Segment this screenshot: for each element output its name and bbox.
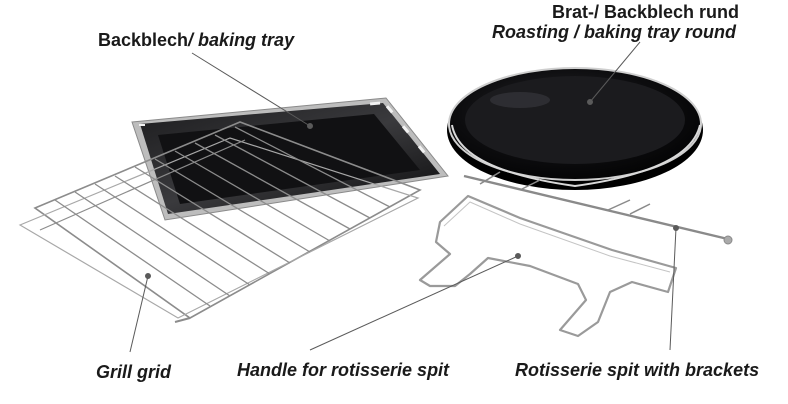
label-rotisserie-handle: Handle for rotisserie spit (237, 360, 450, 380)
rotisserie-spit (463, 171, 733, 245)
label-round-tray-en: Roasting / baking tray round (492, 22, 737, 42)
label-baking-tray: Backblech/ baking tray (98, 30, 294, 50)
label-baking-tray-en: / baking tray (188, 30, 295, 50)
leader-handle (309, 255, 519, 351)
label-rotisserie-spit: Rotisserie spit with brackets (515, 360, 760, 380)
round-roasting-tray (447, 67, 703, 190)
leader-baking-tray (191, 52, 311, 127)
rotisserie-handle (418, 194, 678, 338)
label-round-tray-de: Brat-/ Backblech rund (552, 2, 740, 22)
leader-spit (669, 227, 677, 351)
baking-tray (131, 97, 449, 221)
leader-grill-grid (129, 275, 149, 353)
leader-lines (129, 41, 679, 353)
grill-grid (18, 121, 422, 323)
label-grill-grid: Grill grid (96, 362, 172, 382)
label-baking-tray-de: Backblech (98, 30, 189, 50)
leader-round-tray (589, 41, 641, 103)
